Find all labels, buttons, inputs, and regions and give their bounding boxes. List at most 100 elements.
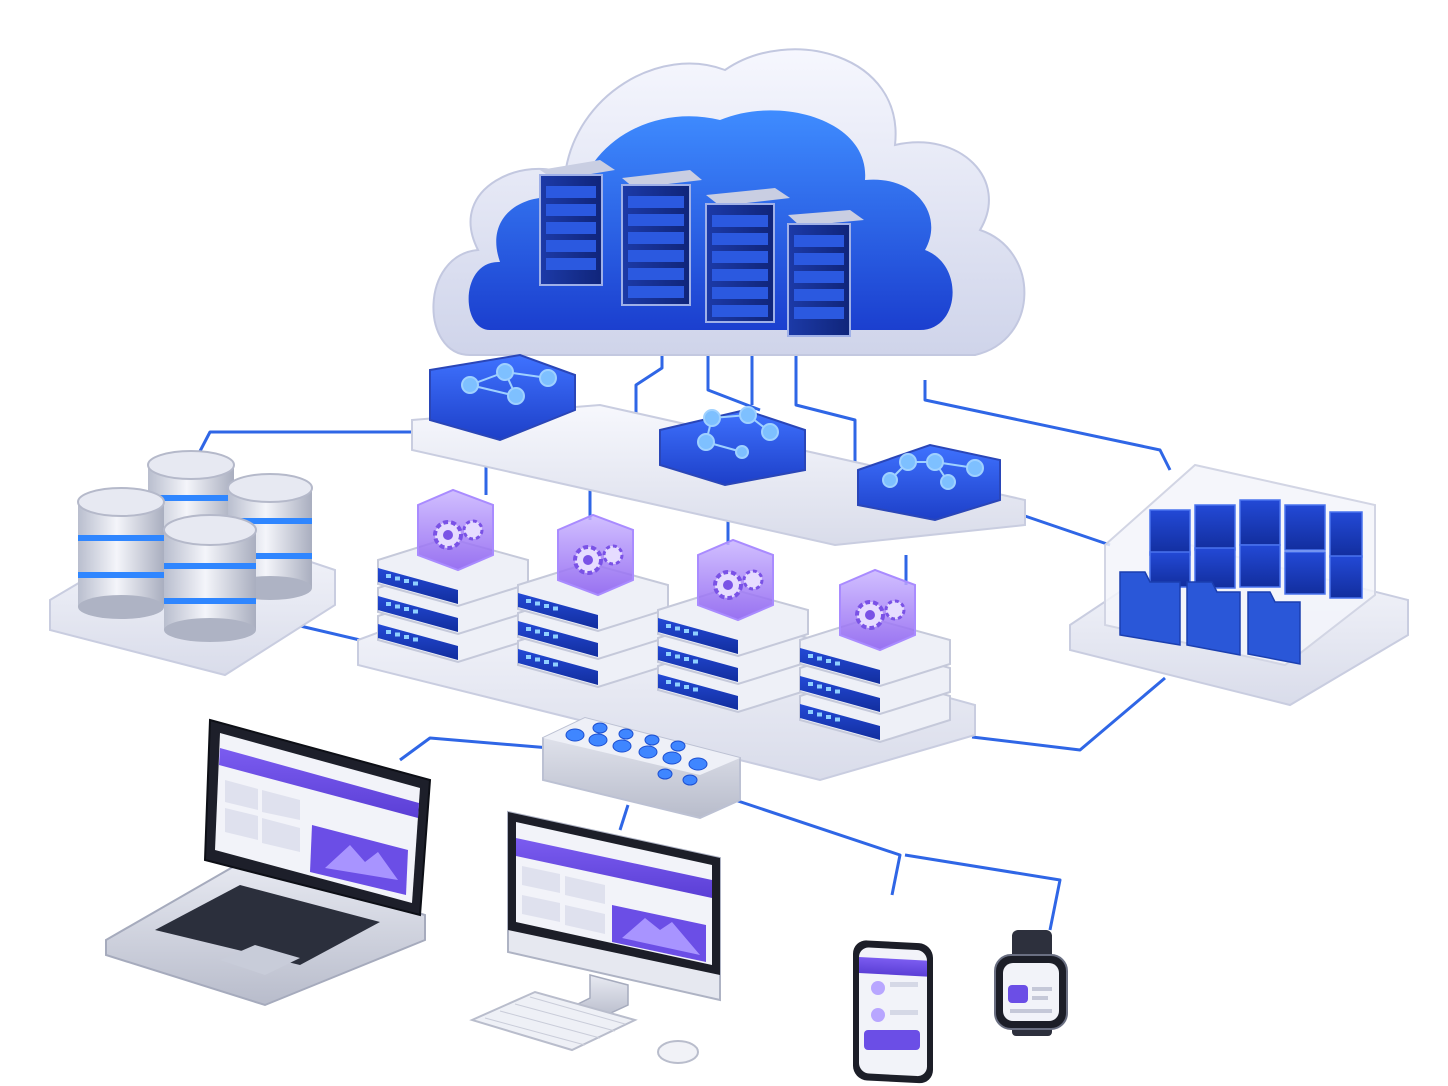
rack-led: [544, 604, 549, 608]
rack-led: [666, 680, 671, 684]
server-rack-3: [705, 188, 790, 323]
mouse: [657, 1040, 699, 1064]
link-hub-watch: [904, 853, 1062, 931]
network-nodes-icon: [461, 363, 557, 405]
rack-led: [413, 637, 418, 642]
rack-led: [535, 629, 540, 634]
gear-hub: [443, 530, 453, 540]
server-rack-2: [621, 170, 702, 306]
network-hub: [542, 716, 741, 820]
rack-led: [684, 629, 689, 633]
gear-icon: [462, 519, 484, 541]
database-cluster: [49, 450, 336, 677]
mountain-icon: [325, 845, 398, 880]
hub-icon: [565, 722, 708, 786]
rack-led: [395, 632, 400, 637]
smartphone: [853, 940, 933, 1084]
link-hub-laptop: [399, 736, 551, 762]
rack-led: [808, 710, 813, 714]
server-rack-4: [787, 210, 864, 337]
rack-led: [386, 602, 391, 606]
rack-led: [835, 717, 840, 722]
app-4: [799, 568, 951, 744]
rack-led: [666, 624, 671, 628]
rack-led: [544, 632, 549, 636]
storage-blocks: [1149, 499, 1363, 599]
folder-2: [1186, 581, 1241, 656]
rack-led: [817, 712, 822, 717]
network-nodes-icon: [697, 406, 779, 459]
network-switch-3: [857, 443, 1001, 522]
rack-led: [413, 581, 418, 586]
link-hub-phone: [734, 798, 902, 896]
watch-line-1: [1032, 987, 1052, 991]
link-cloud-switch-2b: [706, 340, 761, 412]
app-3: [657, 538, 809, 714]
desktop-computer: [469, 810, 721, 1064]
rack-led: [693, 659, 698, 664]
gear-icon: [884, 599, 906, 621]
rack-led: [395, 576, 400, 581]
rack-led: [386, 630, 391, 634]
phone-line-2: [890, 1010, 918, 1015]
connection-lines: [196, 300, 1172, 931]
file-storage: [1069, 463, 1409, 707]
folder-3: [1247, 591, 1301, 665]
network-switch-1: [429, 353, 576, 442]
watch-badge: [1008, 985, 1028, 1003]
rack-led: [544, 660, 549, 664]
phone-avatar-1: [871, 981, 885, 995]
gear-hub: [583, 555, 593, 565]
rack-led: [835, 661, 840, 666]
cloud-servers: [539, 160, 864, 337]
rack-led: [404, 579, 409, 583]
phone-line-1: [890, 982, 918, 987]
phone-card: [864, 1030, 920, 1050]
rack-led: [684, 685, 689, 689]
laptop-keyboard: [155, 885, 380, 965]
link-switch-3-storage: [1021, 513, 1111, 547]
rack-led: [404, 607, 409, 611]
rack-led: [675, 654, 680, 659]
laptop: [105, 718, 432, 1007]
rack-led: [553, 606, 558, 611]
watch-line-2: [1032, 996, 1048, 1000]
gear-icon: [602, 544, 624, 566]
link-hub-desktop: [618, 804, 630, 831]
rack-led: [693, 631, 698, 636]
rack-led: [826, 687, 831, 691]
app-2: [517, 513, 669, 689]
link-cloud-storage: [923, 380, 1172, 471]
phone-banner: [859, 957, 927, 977]
rack-led: [666, 652, 671, 656]
rack-led: [684, 657, 689, 661]
rack-led: [553, 662, 558, 667]
server-rack-1: [539, 160, 615, 286]
rack-led: [808, 654, 813, 658]
link-databases-apps: [295, 623, 361, 642]
monitor-screen-cards: [522, 866, 605, 934]
rack-led: [693, 687, 698, 692]
folder-storage-icon: [1119, 571, 1301, 665]
rack-led: [386, 574, 391, 578]
rack-led: [675, 626, 680, 631]
app-servers: [377, 488, 951, 744]
database-cylinder-left: [77, 487, 165, 619]
mountain-icon: [622, 918, 700, 955]
rack-led: [413, 609, 418, 614]
network-switch-2: [659, 406, 806, 487]
keyboard-keys: [484, 996, 626, 1046]
watch-screen: [1003, 963, 1059, 1021]
link-switch-1-databases: [196, 430, 420, 456]
rack-led: [395, 604, 400, 609]
database-stack-icon: [77, 450, 313, 642]
rack-led: [826, 659, 831, 663]
link-apps-storage: [971, 676, 1166, 752]
laptop-screen-banner: [219, 748, 419, 818]
rack-led: [826, 715, 831, 719]
gear-hub: [865, 610, 875, 620]
keyboard: [469, 990, 638, 1052]
database-cylinder-front: [163, 514, 257, 642]
rack-led: [526, 655, 531, 659]
